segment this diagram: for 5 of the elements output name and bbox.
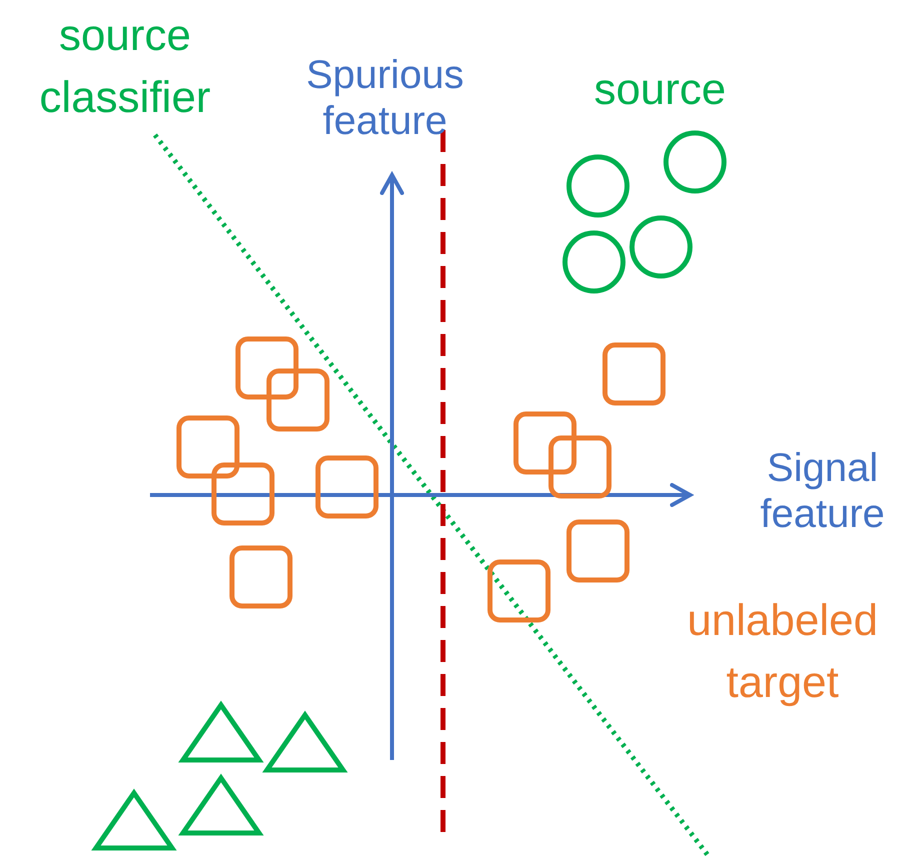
group-label: unlabeled target <box>686 595 879 709</box>
axis-label: Signal feature <box>759 445 886 537</box>
group-label: source classifier <box>38 10 212 124</box>
group-label: source <box>592 64 728 116</box>
axis-label: Spurious feature <box>305 52 465 144</box>
